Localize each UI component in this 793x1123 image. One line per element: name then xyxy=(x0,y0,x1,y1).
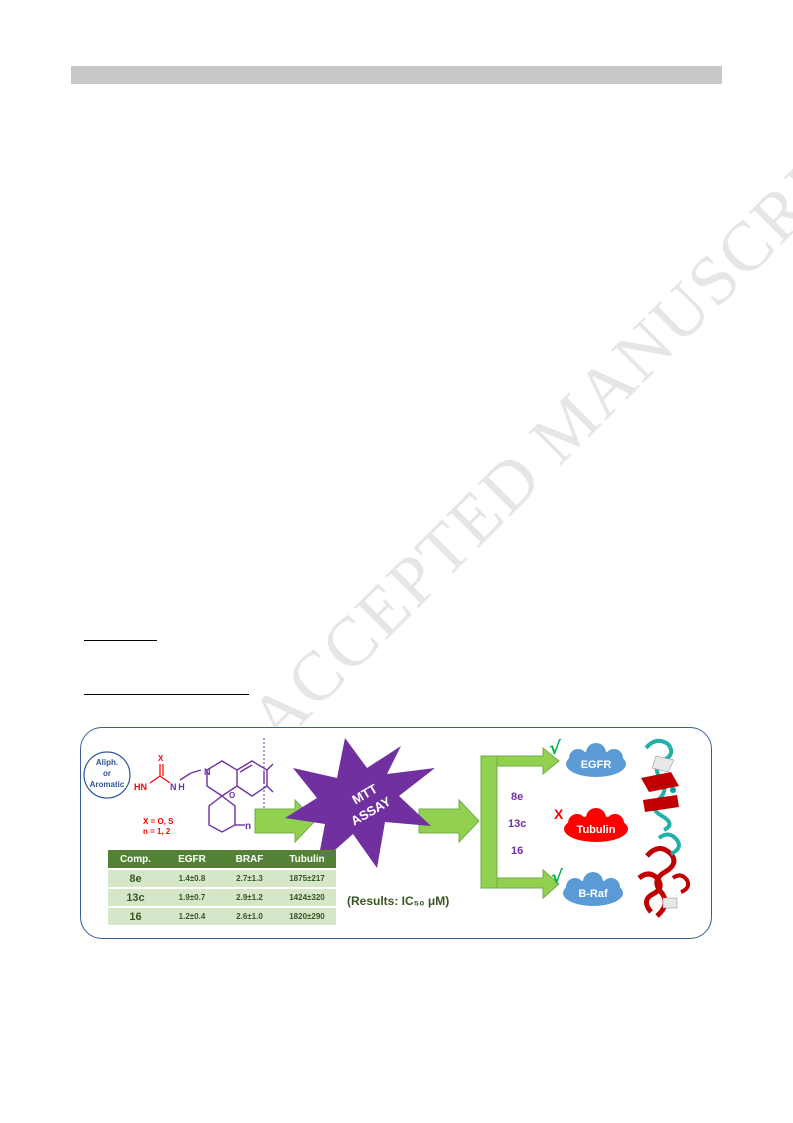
cell-egfr: 1.4±0.8 xyxy=(163,868,221,888)
tubulin-label: Tubulin xyxy=(577,824,616,836)
note-n: n = 1, 2 xyxy=(143,827,171,836)
n-imine-label: N xyxy=(204,767,211,777)
link-underline-2[interactable] xyxy=(84,694,249,695)
cell-comp: 16 xyxy=(108,906,163,925)
urea-bonds xyxy=(149,764,171,784)
header-egfr: EGFR xyxy=(163,850,221,869)
braf-label: B-Raf xyxy=(578,888,608,900)
braf-cloud: B-Raf xyxy=(563,872,623,906)
header-braf: BRAF xyxy=(221,850,278,869)
chromanone-scaffold xyxy=(179,760,274,833)
header-comp: Comp. xyxy=(108,850,163,869)
egfr-cloud: EGFR xyxy=(566,743,626,777)
x-label: X xyxy=(158,754,164,763)
compound-13c: 13c xyxy=(508,818,526,830)
egfr-check-icon: √ xyxy=(549,738,562,759)
mtt-burst xyxy=(285,738,435,868)
circle-line-2: or xyxy=(103,769,111,778)
tubulin-cloud: Tubulin xyxy=(564,808,628,842)
n-subscript: n xyxy=(245,821,251,832)
table-row: 16 1.2±0.4 2.6±1.0 1820±290 xyxy=(108,906,336,925)
cell-braf: 2.7±1.3 xyxy=(221,868,278,888)
tubulin-x-icon: X xyxy=(554,806,564,822)
substituent-circle xyxy=(83,751,131,799)
table-row: 8e 1.4±0.8 2.7±1.3 1875±217 xyxy=(108,868,336,888)
circle-line-1: Aliph. xyxy=(96,758,118,767)
header-bar xyxy=(71,66,722,84)
compound-8e: 8e xyxy=(511,791,523,803)
link-underline-1[interactable] xyxy=(84,640,157,641)
watermark: ACCEPTED MANUSCRIPT xyxy=(235,90,793,760)
o-ring-label: O xyxy=(229,791,235,800)
arrow-from-assay xyxy=(418,798,480,844)
note-x: X = O, S xyxy=(143,817,174,826)
egfr-label: EGFR xyxy=(581,759,612,771)
protein-structure-2 xyxy=(637,832,691,918)
cell-egfr: 1.9±0.7 xyxy=(163,887,221,907)
cell-comp: 13c xyxy=(108,887,163,907)
cell-tubulin: 1820±290 xyxy=(278,906,336,925)
graphical-abstract: Aliph. or Aromatic HN X N H xyxy=(80,727,712,939)
cell-egfr: 1.2±0.4 xyxy=(163,906,221,925)
protein-structure-1 xyxy=(641,738,679,832)
cell-braf: 2.6±1.0 xyxy=(221,906,278,925)
cell-braf: 2.9±1.2 xyxy=(221,887,278,907)
nh-label: N H xyxy=(170,782,185,792)
table-header-row: Comp. EGFR BRAF Tubulin xyxy=(108,850,336,869)
cell-tubulin: 1424±320 xyxy=(278,887,336,907)
ic50-table: Comp. EGFR BRAF Tubulin 8e 1.4±0.8 2.7±1… xyxy=(108,850,336,925)
table-row: 13c 1.9±0.7 2.9±1.2 1424±320 xyxy=(108,887,336,907)
compound-16: 16 xyxy=(511,845,523,857)
branching-arrow xyxy=(480,746,560,900)
circle-line-3: Aromatic xyxy=(90,780,125,789)
cell-comp: 8e xyxy=(108,868,163,888)
header-tubulin: Tubulin xyxy=(278,850,336,869)
cell-tubulin: 1875±217 xyxy=(278,868,336,888)
hn-label: HN xyxy=(134,782,147,792)
abstract-drawing: Aliph. or Aromatic HN X N H xyxy=(83,738,691,918)
results-note: (Results: IC₅₀ μM) xyxy=(347,894,450,908)
braf-check-icon: √ xyxy=(551,867,564,888)
